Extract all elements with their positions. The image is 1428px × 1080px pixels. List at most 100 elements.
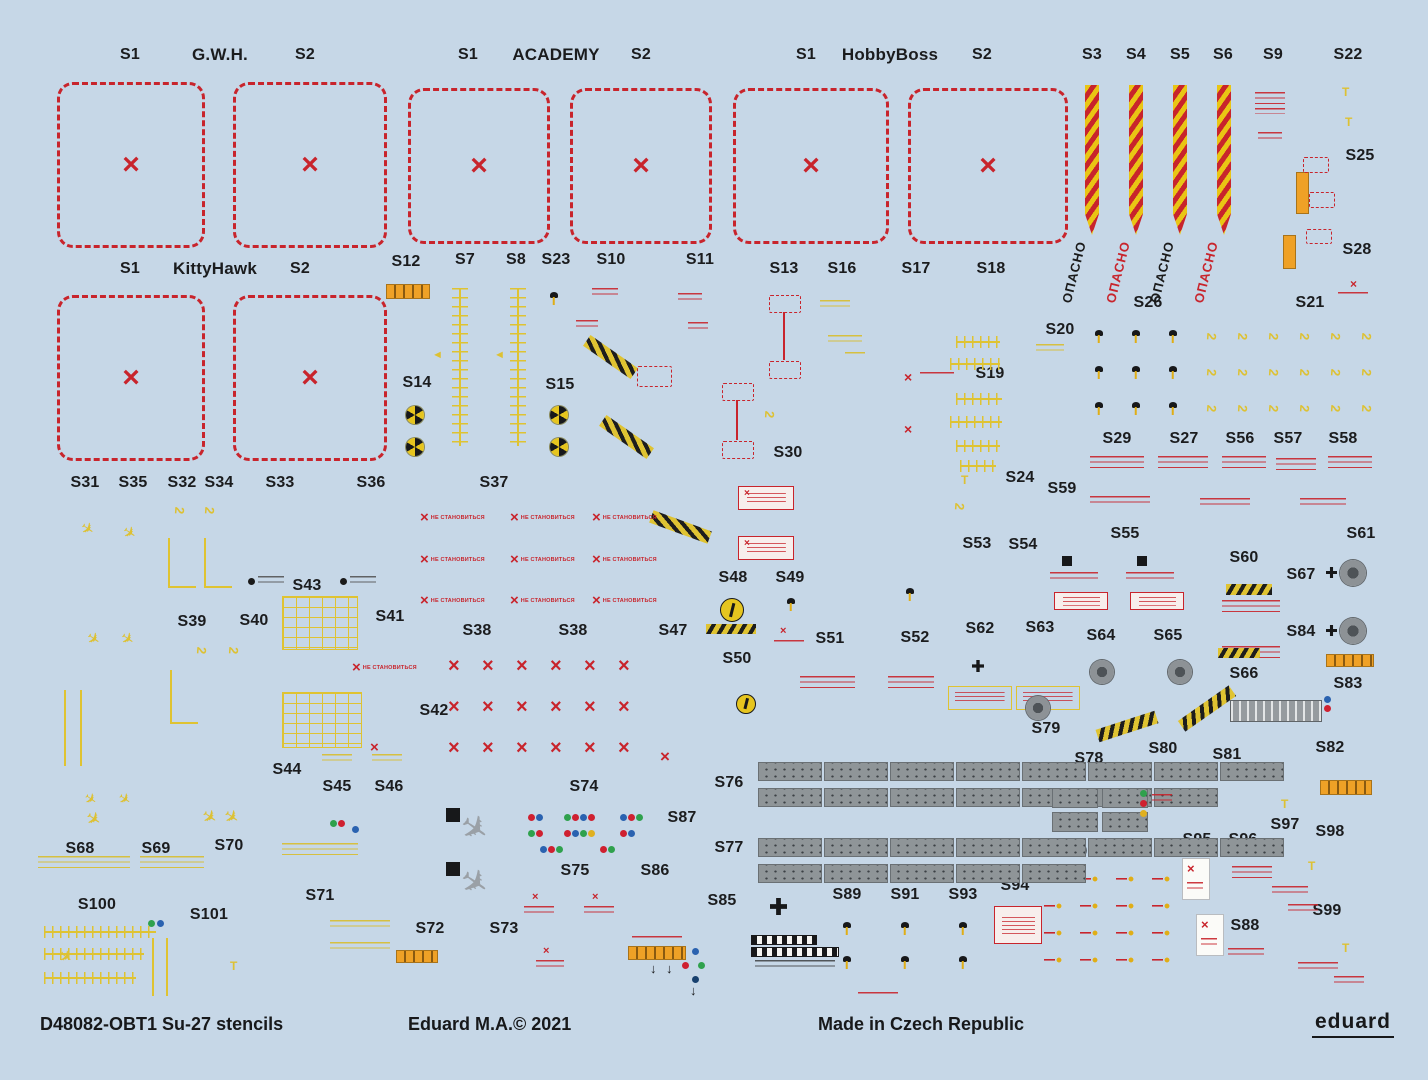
red-placard-stencil bbox=[1130, 592, 1184, 610]
stencil-label: S67 bbox=[1286, 566, 1316, 583]
access-panel-stencil bbox=[1220, 762, 1284, 781]
stencil-label: S5 bbox=[1170, 46, 1190, 63]
fine-print-red bbox=[800, 676, 855, 693]
color-dot bbox=[564, 814, 571, 821]
dashed-outline bbox=[1303, 157, 1329, 173]
stencil-label: S76 bbox=[714, 774, 744, 791]
orange-striped-strip bbox=[628, 946, 686, 960]
valve-icon bbox=[1131, 330, 1140, 343]
stencil-label: S6 bbox=[1213, 46, 1233, 63]
color-dot bbox=[588, 814, 595, 821]
fine-print-red bbox=[632, 936, 682, 942]
fine-print-yellow bbox=[140, 856, 204, 873]
access-panel-stencil bbox=[824, 788, 888, 807]
access-panel-stencil bbox=[758, 838, 822, 857]
radiation-icon bbox=[550, 438, 568, 456]
stencil-label: S2 bbox=[290, 260, 310, 277]
stencil-label: S1 bbox=[120, 46, 140, 63]
no-step-stencil: ×НЕ СТАНОВИТЬСЯ bbox=[510, 509, 575, 526]
fine-print-red bbox=[1328, 456, 1372, 473]
color-dot bbox=[536, 814, 543, 821]
brand-label: G.W.H. bbox=[192, 45, 248, 64]
access-panel-stencil bbox=[824, 838, 888, 857]
access-panel-stencil bbox=[890, 762, 954, 781]
aircraft-icon: ✈ bbox=[76, 518, 98, 541]
digit-2-stencil: 2 bbox=[1203, 404, 1220, 413]
stencil-label: S81 bbox=[1212, 746, 1242, 763]
corner-line bbox=[170, 670, 198, 724]
fine-print-red bbox=[755, 960, 835, 971]
stencil-label: S12 bbox=[391, 253, 421, 270]
stencil-label: S31 bbox=[70, 474, 100, 491]
stencil-label: S1 bbox=[458, 46, 478, 63]
cross-mark: × bbox=[618, 696, 630, 718]
fine-print-yellow bbox=[330, 942, 390, 953]
color-dot bbox=[628, 814, 635, 821]
stencil-label: S29 bbox=[1102, 430, 1132, 447]
left-arrow-icon: ◄ bbox=[494, 349, 505, 361]
aircraft-icon: ✈ bbox=[114, 788, 135, 811]
cross-mark: × bbox=[550, 696, 562, 718]
access-panel-stencil bbox=[956, 864, 1020, 883]
color-dot bbox=[548, 846, 555, 853]
yellow-line bbox=[80, 690, 82, 766]
color-dot bbox=[528, 830, 535, 837]
valve-icon bbox=[958, 922, 967, 935]
access-panel-stencil bbox=[1052, 788, 1098, 808]
fine-print-red bbox=[536, 960, 564, 971]
no-step-stencil: ×НЕ СТАНОВИТЬСЯ bbox=[510, 551, 575, 568]
aircraft-icon: ✈ bbox=[118, 522, 140, 545]
stencil-label: S48 bbox=[718, 569, 748, 586]
stencil-label: S40 bbox=[239, 612, 269, 629]
stencil-label: S42 bbox=[419, 702, 449, 719]
digit-2-stencil: 2 bbox=[1327, 368, 1344, 377]
color-dot bbox=[528, 814, 535, 821]
color-dot bbox=[157, 920, 164, 927]
footer-origin: Made in Czech Republic bbox=[818, 1014, 1025, 1034]
data-table-stencil bbox=[282, 692, 362, 748]
cross-mark: × bbox=[550, 737, 562, 759]
cross-mark: × bbox=[618, 655, 630, 677]
fine-print-yellow bbox=[282, 843, 358, 860]
cross-mark: × bbox=[532, 891, 539, 903]
cross-mark: × bbox=[301, 361, 319, 394]
digit-2-stencil: 2 bbox=[1265, 368, 1282, 377]
fine-print-red bbox=[592, 288, 618, 299]
stencil-panel: × bbox=[908, 88, 1068, 244]
stencil-label: S2 bbox=[295, 46, 315, 63]
stencil-label: S89 bbox=[832, 886, 862, 903]
valve-icon bbox=[900, 922, 909, 935]
stencil-label: S99 bbox=[1312, 902, 1342, 919]
connector-line bbox=[783, 312, 785, 360]
valve-icon bbox=[549, 292, 558, 305]
color-dot bbox=[692, 976, 699, 983]
stencil-label: S17 bbox=[901, 260, 931, 277]
stencil-label: S65 bbox=[1153, 627, 1183, 644]
down-arrow-icon: ↓ bbox=[650, 961, 657, 976]
access-panel-stencil bbox=[1088, 838, 1152, 857]
color-dot bbox=[698, 962, 705, 969]
dashed-outline bbox=[769, 361, 801, 379]
hazard-striped-strip bbox=[649, 510, 712, 544]
no-step-stencil: ×НЕ СТАНОВИТЬСЯ bbox=[592, 509, 657, 526]
aircraft-icon: ✈ bbox=[82, 628, 104, 651]
cross-mark: × bbox=[550, 655, 562, 677]
hazard-striped-strip bbox=[583, 335, 638, 379]
stencil-label: S63 bbox=[1025, 619, 1055, 636]
stencil-label: S56 bbox=[1225, 430, 1255, 447]
valve-icon bbox=[1168, 366, 1177, 379]
stencil-label: S30 bbox=[773, 444, 803, 461]
access-panel-stencil bbox=[1052, 812, 1098, 832]
cross-mark: × bbox=[448, 655, 460, 677]
stencil-label: S14 bbox=[402, 374, 432, 391]
digit-2-stencil: 2 bbox=[193, 646, 210, 655]
fine-print-red bbox=[1050, 572, 1098, 583]
cross-mark: × bbox=[370, 739, 379, 756]
mini-stencil bbox=[1044, 957, 1062, 963]
cross-mark: × bbox=[122, 361, 140, 394]
stencil-label: S79 bbox=[1031, 720, 1061, 737]
no-step-stencil: ×НЕ СТАНОВИТЬСЯ bbox=[352, 659, 417, 676]
cross-mark: × bbox=[584, 696, 596, 718]
stencil-label: S21 bbox=[1295, 294, 1325, 311]
valve-icon bbox=[1094, 330, 1103, 343]
